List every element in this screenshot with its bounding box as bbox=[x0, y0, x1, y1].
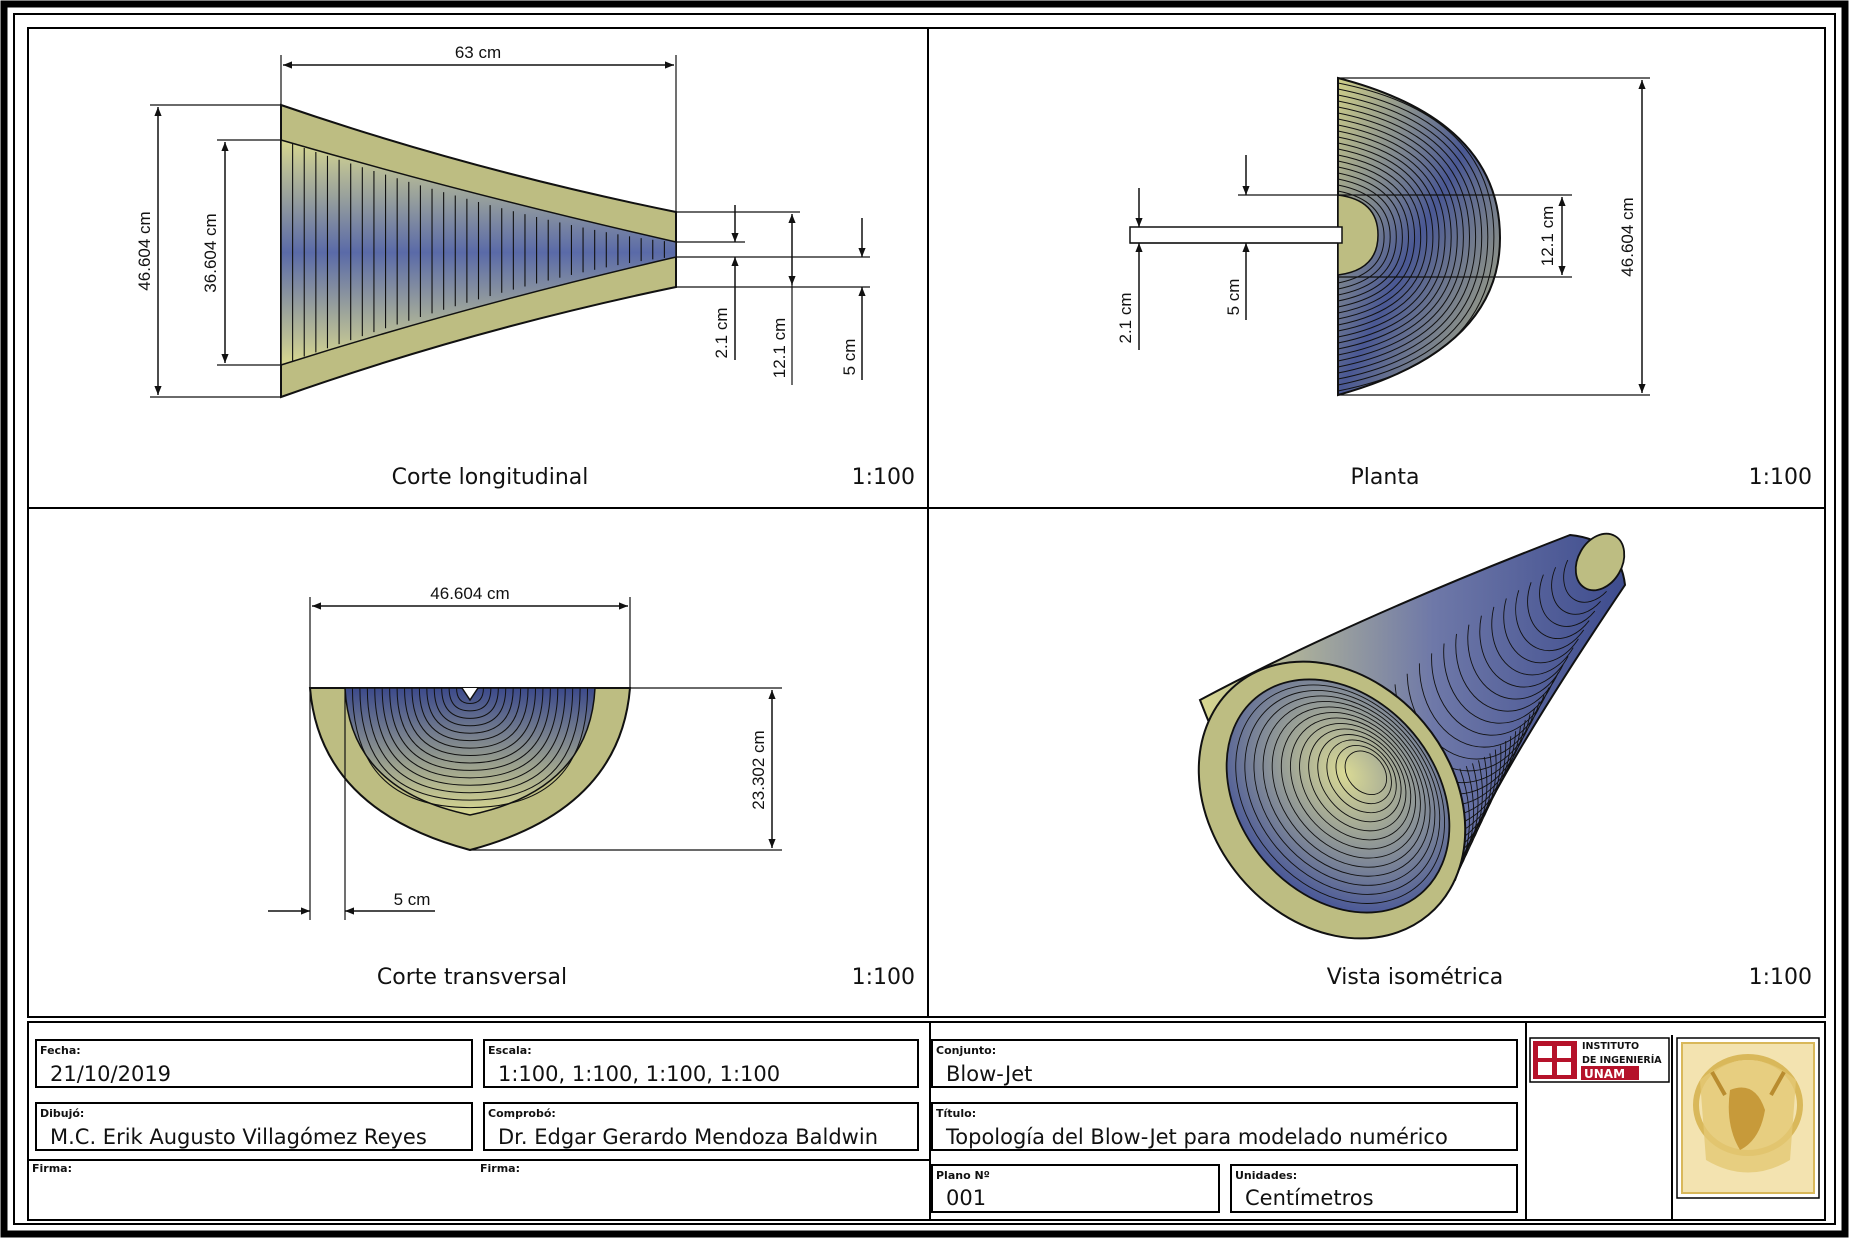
field-escala bbox=[483, 1039, 919, 1088]
view-scale-transverse: 1:100 bbox=[852, 965, 915, 990]
trans-inner-cavity bbox=[344, 687, 596, 816]
dim-label-23302-trans: 23.302 cm bbox=[749, 730, 768, 809]
label-firma-1: Firma: bbox=[32, 1162, 72, 1175]
isometric-view: Vista isométrica 1:100 bbox=[1197, 532, 1812, 990]
unam-seal bbox=[1676, 1037, 1820, 1199]
longitudinal-section-view: 63 cm 46.604 cm 36.604 cm 2.1 cm 12.1 cm… bbox=[135, 43, 915, 490]
instituto-ingenieria-logo: INSTITUTO DE INGENIERÍA UNAM bbox=[1529, 1037, 1670, 1083]
field-comprobo bbox=[483, 1102, 919, 1151]
dim-label-121-plan: 12.1 cm bbox=[1538, 206, 1557, 266]
view-title-isometric: Vista isométrica bbox=[1327, 965, 1504, 990]
label-comprobo: Comprobó: bbox=[488, 1107, 556, 1120]
view-title-plan: Planta bbox=[1351, 465, 1420, 490]
label-dibujo: Dibujó: bbox=[40, 1107, 84, 1120]
dim-label-5-plan: 5 cm bbox=[1224, 279, 1243, 316]
label-escala: Escala: bbox=[488, 1044, 532, 1057]
dim-label-63cm: 63 cm bbox=[455, 43, 501, 62]
plan-ring-lines bbox=[1337, 82, 1495, 392]
dim-label-5-long: 5 cm bbox=[840, 339, 859, 376]
field-conjunto bbox=[931, 1039, 1518, 1088]
label-conjunto: Conjunto: bbox=[936, 1044, 996, 1057]
dim-label-46604-plan: 46.604 cm bbox=[1618, 197, 1637, 276]
value-plano: 001 bbox=[946, 1186, 986, 1210]
field-unidades bbox=[1230, 1164, 1518, 1213]
transverse-section-view: 46.604 cm 23.302 cm 5 cm Corte transvers… bbox=[268, 584, 915, 990]
field-fecha bbox=[35, 1039, 473, 1088]
value-conjunto: Blow-Jet bbox=[946, 1062, 1032, 1086]
view-scale-longitudinal: 1:100 bbox=[852, 465, 915, 490]
value-comprobo: Dr. Edgar Gerardo Mendoza Baldwin bbox=[498, 1125, 878, 1149]
dim-label-21-plan: 2.1 cm bbox=[1116, 292, 1135, 343]
dim-label-46604-long: 46.604 cm bbox=[135, 211, 154, 290]
plan-slot bbox=[1129, 226, 1343, 244]
iso-inner-rings bbox=[1235, 684, 1446, 904]
plan-view: 46.604 cm 12.1 cm 5 cm 2.1 cm Planta 1:1… bbox=[1116, 76, 1812, 490]
view-scale-plan: 1:100 bbox=[1749, 465, 1812, 490]
dim-label-5-trans: 5 cm bbox=[394, 890, 431, 909]
inner-border bbox=[13, 13, 1836, 1225]
value-fecha: 21/10/2019 bbox=[50, 1062, 171, 1086]
dim-label-36604-long: 36.604 cm bbox=[201, 213, 220, 292]
label-plano: Plano Nº bbox=[936, 1169, 990, 1182]
value-dibujo: M.C. Erik Augusto Villagómez Reyes bbox=[50, 1125, 427, 1149]
label-unidades: Unidades: bbox=[1235, 1169, 1297, 1182]
svg-text:DE INGENIERÍA: DE INGENIERÍA bbox=[1582, 1054, 1662, 1066]
label-titulo: Título: bbox=[936, 1107, 976, 1120]
field-titulo bbox=[931, 1102, 1518, 1151]
value-unidades: Centímetros bbox=[1245, 1186, 1374, 1210]
plan-core bbox=[1337, 194, 1379, 276]
title-block: Fecha: 21/10/2019 Escala: 1:100, 1:100, … bbox=[27, 1021, 1826, 1221]
view-title-transverse: Corte transversal bbox=[377, 965, 567, 990]
trans-ring-lines bbox=[351, 687, 589, 809]
view-title-longitudinal: Corte longitudinal bbox=[392, 465, 589, 490]
value-titulo: Topología del Blow-Jet para modelado num… bbox=[945, 1125, 1448, 1149]
field-dibujo bbox=[35, 1102, 473, 1151]
svg-text:INSTITUTO: INSTITUTO bbox=[1582, 1041, 1639, 1052]
svg-text:UNAM: UNAM bbox=[1584, 1067, 1625, 1081]
frame-border bbox=[27, 27, 1826, 1018]
label-fecha: Fecha: bbox=[40, 1044, 81, 1057]
dim-label-21-long: 2.1 cm bbox=[712, 307, 731, 358]
iso-small-end bbox=[1574, 532, 1626, 592]
value-escala: 1:100, 1:100, 1:100, 1:100 bbox=[498, 1062, 780, 1086]
view-scale-isometric: 1:100 bbox=[1749, 965, 1812, 990]
long-ring-lines bbox=[292, 144, 665, 361]
dim-label-121-long: 12.1 cm bbox=[770, 318, 789, 378]
field-plano bbox=[931, 1164, 1220, 1213]
dim-label-46604-trans: 46.604 cm bbox=[430, 584, 509, 603]
label-firma-2: Firma: bbox=[480, 1162, 520, 1175]
